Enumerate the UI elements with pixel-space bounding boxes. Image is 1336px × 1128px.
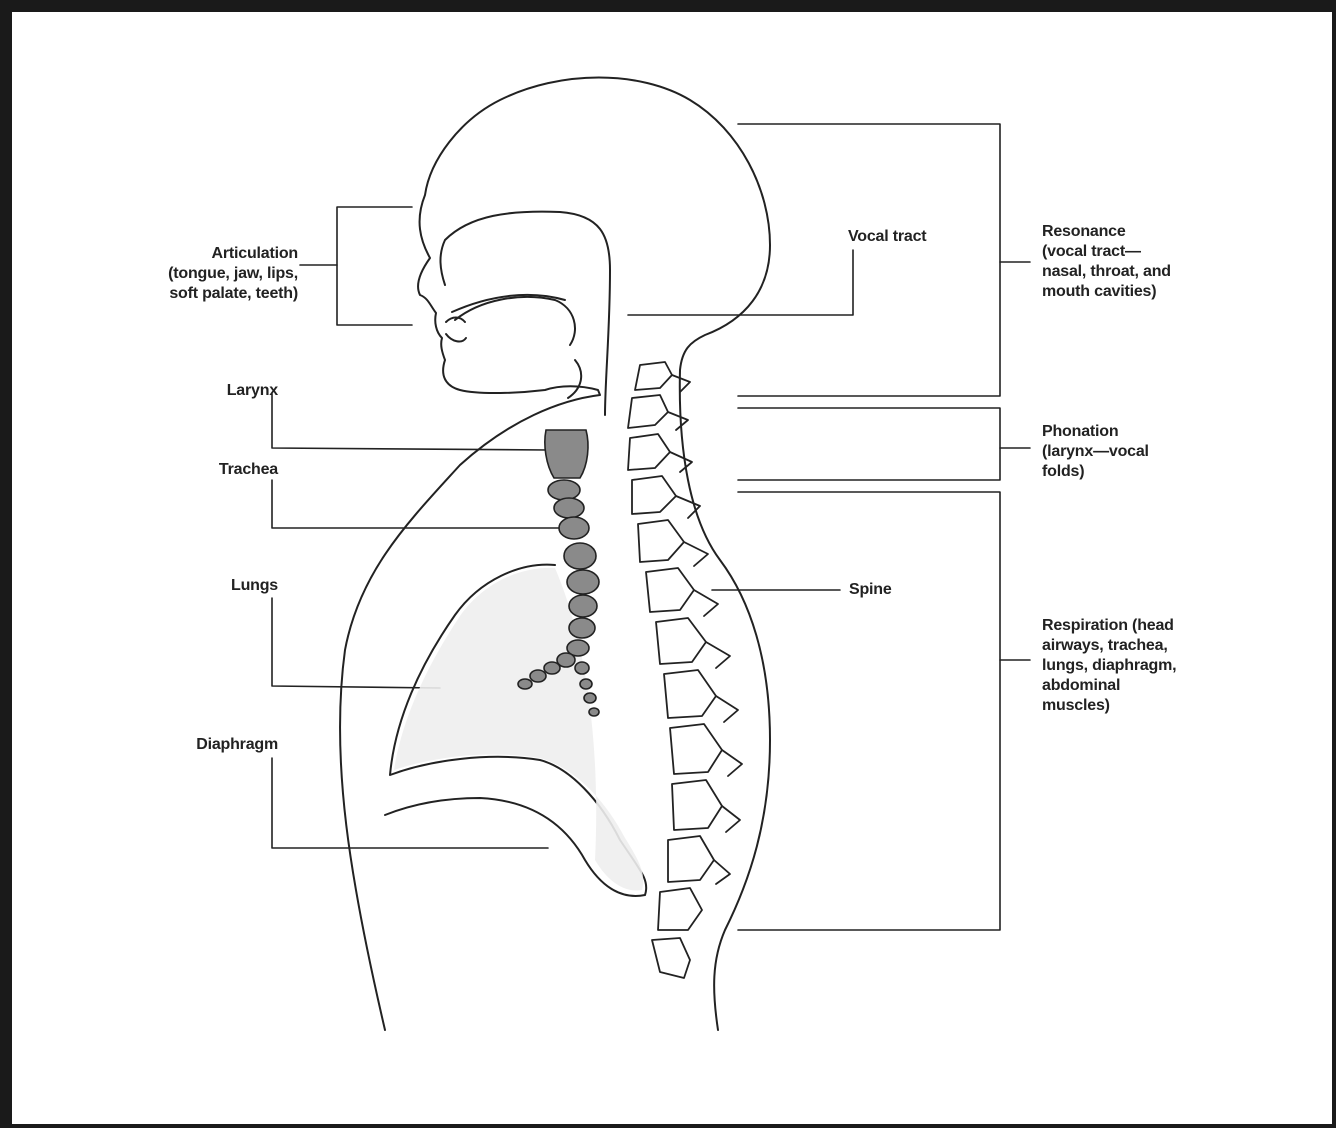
leader-diaphragm bbox=[272, 758, 548, 848]
label-vocal-tract: Vocal tract bbox=[848, 227, 926, 247]
label-lungs: Lungs bbox=[180, 576, 278, 596]
bracket-phonation bbox=[738, 408, 1000, 480]
label-respiration: Respiration (head airways, trachea, lung… bbox=[1042, 616, 1176, 716]
label-resonance: Resonance (vocal tract— nasal, throat, a… bbox=[1042, 222, 1171, 302]
label-larynx: Larynx bbox=[180, 381, 278, 401]
lips-lower bbox=[446, 334, 466, 341]
label-spine: Spine bbox=[849, 580, 892, 600]
leader-vocal-tract bbox=[628, 250, 853, 315]
label-diaphragm: Diaphragm bbox=[150, 735, 278, 755]
lung-fill bbox=[394, 568, 643, 891]
leader-larynx bbox=[272, 394, 548, 450]
leader-articulation bbox=[337, 207, 412, 325]
label-phonation: Phonation (larynx—vocal folds) bbox=[1042, 422, 1149, 482]
bracket-resonance bbox=[738, 124, 1000, 396]
bracket-respiration bbox=[738, 492, 1000, 930]
label-articulation: Articulation (tongue, jaw, lips, soft pa… bbox=[140, 244, 298, 304]
leader-trachea bbox=[272, 480, 562, 528]
label-trachea: Trachea bbox=[180, 460, 278, 480]
epiglottis bbox=[568, 360, 581, 398]
larynx-shape bbox=[545, 430, 588, 478]
